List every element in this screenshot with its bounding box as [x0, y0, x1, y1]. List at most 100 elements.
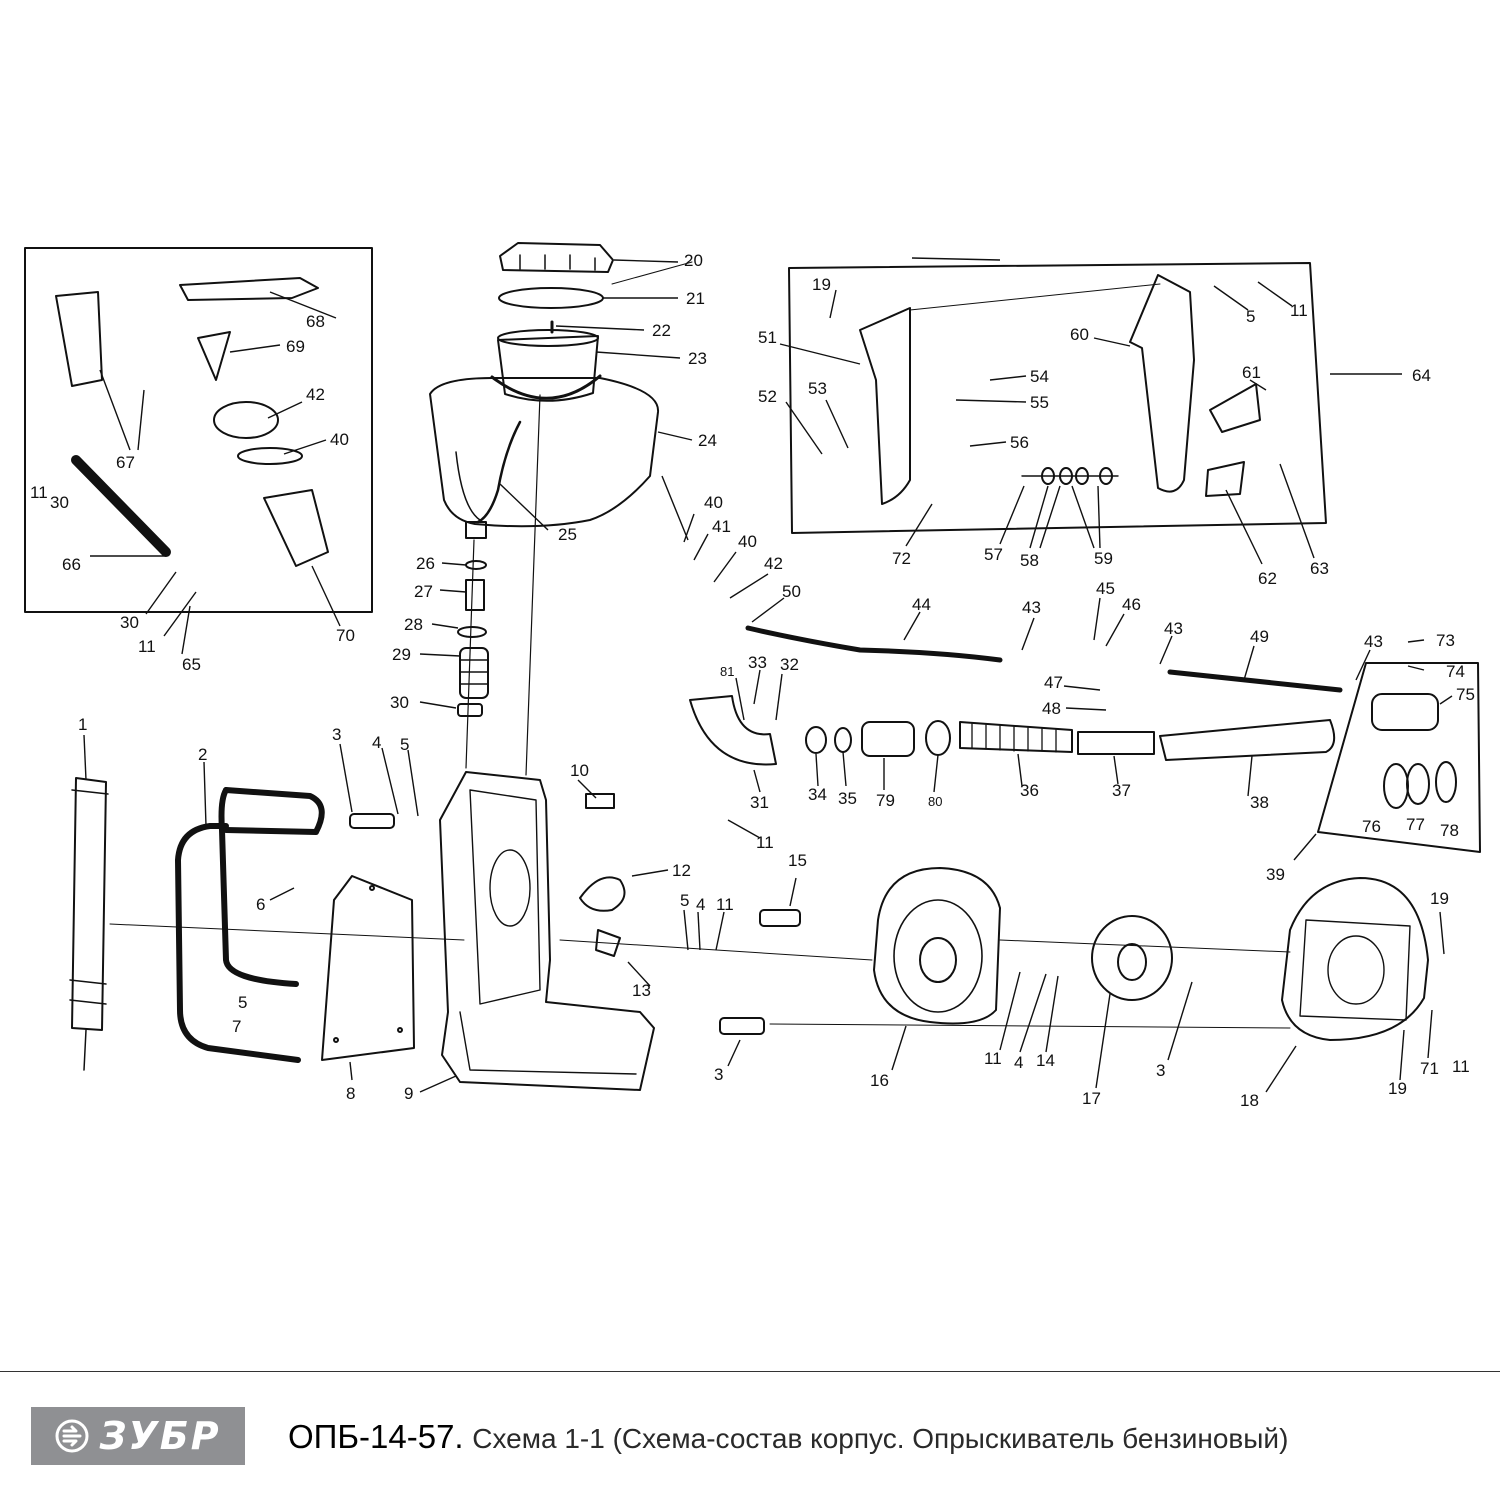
part-label-11-d: 11: [984, 1049, 1002, 1068]
part-label-64: 64: [1412, 366, 1431, 385]
deflector-77: [1406, 763, 1430, 805]
part-label-50: 50: [782, 582, 801, 601]
part-label-61: 61: [1242, 363, 1261, 382]
part-label-47: 47: [1044, 673, 1063, 692]
part-label-48: 48: [1042, 699, 1061, 718]
part-label-11-e: 11: [1452, 1057, 1470, 1076]
elbow-pipe: [689, 695, 777, 766]
part-label-59: 59: [1094, 549, 1113, 568]
tube-frame: [175, 823, 301, 1063]
part-label-30-inset-b: 30: [120, 613, 139, 632]
part-label-57: 57: [984, 545, 1003, 564]
part-label-41: 41: [712, 517, 731, 536]
part-label-55: 55: [1030, 393, 1049, 412]
part-label-71: 71: [1420, 1059, 1439, 1078]
part-label-23: 23: [688, 349, 707, 368]
part-label-65: 65: [182, 655, 201, 674]
part-label-81: 81: [720, 664, 734, 679]
part-label-11-c: 11: [716, 895, 734, 914]
part-label-10: 10: [570, 761, 589, 780]
part-label-13: 13: [632, 981, 651, 1000]
part-label-58: 58: [1020, 551, 1039, 570]
flex-hose: [959, 721, 1073, 753]
part-label-11-inset: 11: [30, 483, 48, 502]
part-label-14: 14: [1036, 1051, 1055, 1070]
fan-impeller: [1091, 915, 1173, 1001]
part-label-4-c: 4: [1014, 1053, 1023, 1072]
inset-box-nozzle: [1317, 662, 1481, 853]
bracket-13: [595, 929, 621, 957]
brand-logo-text: ЗУБР: [99, 1414, 221, 1458]
bolt-3: [349, 813, 395, 829]
part-label-22: 22: [652, 321, 671, 340]
exploded-parts-diagram: 20 21 22 23 24 25 26 27 28 29 30 68 69 4…: [24, 242, 1481, 1110]
part-label-24: 24: [698, 431, 717, 450]
pipe-37: [1077, 731, 1155, 755]
part-label-49: 49: [1250, 627, 1269, 646]
handle-51: [859, 307, 911, 505]
backpack-frame: [439, 771, 655, 1091]
part-label-9: 9: [404, 1084, 413, 1103]
part-label-53: 53: [808, 379, 827, 398]
part-label-74: 74: [1446, 662, 1465, 681]
fan-housing-rear: [1281, 877, 1429, 1041]
tool-67: [55, 291, 103, 387]
part-label-79: 79: [876, 791, 895, 810]
part-label-17: 17: [1082, 1089, 1101, 1108]
tank-filter: [497, 335, 599, 402]
handle-60: [1129, 274, 1195, 493]
harness-strap: [71, 777, 107, 1031]
pipe-38: [1159, 719, 1336, 761]
part-label-21: 21: [686, 289, 705, 308]
part-label-11-b: 11: [756, 833, 774, 852]
part-label-43-c: 43: [1364, 632, 1383, 651]
part-label-70: 70: [336, 626, 355, 645]
valve-bellows: [459, 647, 489, 699]
inset-box-accessories: [24, 247, 373, 613]
part-label-44: 44: [912, 595, 931, 614]
part-label-35: 35: [838, 789, 857, 808]
footer-divider: [0, 1371, 1500, 1372]
part-label-68: 68: [306, 312, 325, 331]
part-label-27: 27: [414, 582, 433, 601]
page-caption: ОПБ-14-57. Схема 1-1 (Схема-состав корпу…: [288, 1418, 1288, 1456]
part-label-40-a: 40: [704, 493, 723, 512]
part-label-19-c: 19: [1430, 889, 1449, 908]
part-label-54: 54: [1030, 367, 1049, 386]
tank-cap: [499, 242, 614, 273]
part-label-5-d: 5: [680, 891, 689, 910]
spring-66: [71, 455, 171, 557]
part-label-5-b: 5: [400, 735, 409, 754]
part-label-4-a: 4: [372, 733, 381, 752]
part-label-6: 6: [256, 895, 265, 914]
part-label-56: 56: [1010, 433, 1029, 452]
part-label-4-b: 4: [696, 895, 705, 914]
part-label-40-b: 40: [738, 532, 757, 551]
part-label-42-inset: 42: [306, 385, 325, 404]
part-label-75: 75: [1456, 685, 1475, 704]
part-label-46: 46: [1122, 595, 1141, 614]
part-label-8: 8: [346, 1084, 355, 1103]
part-label-34: 34: [808, 785, 827, 804]
caption-description: Схема 1-1 (Схема-состав корпус. Опрыскив…: [472, 1423, 1289, 1454]
part-label-29: 29: [392, 645, 411, 664]
fan-housing-front: [873, 867, 1001, 1025]
part-label-39: 39: [1266, 865, 1285, 884]
part-label-43-a: 43: [1022, 598, 1041, 617]
part-label-1: 1: [78, 715, 87, 734]
part-label-30-valve: 30: [390, 693, 409, 712]
tank-seal-ring: [498, 287, 604, 309]
part-label-33: 33: [748, 653, 767, 672]
part-label-32: 32: [780, 655, 799, 674]
part-label-31: 31: [750, 793, 769, 812]
part-label-38: 38: [1250, 793, 1269, 812]
hose-49: [1167, 669, 1343, 693]
part-label-25: 25: [558, 525, 577, 544]
part-label-77: 77: [1406, 815, 1425, 834]
part-label-45: 45: [1096, 579, 1115, 598]
brand-logo: ЗУБР: [31, 1407, 245, 1465]
hose-44: [745, 625, 1003, 663]
part-label-69: 69: [286, 337, 305, 356]
part-label-19-b: 19: [1388, 1079, 1407, 1098]
part-label-62: 62: [1258, 569, 1277, 588]
